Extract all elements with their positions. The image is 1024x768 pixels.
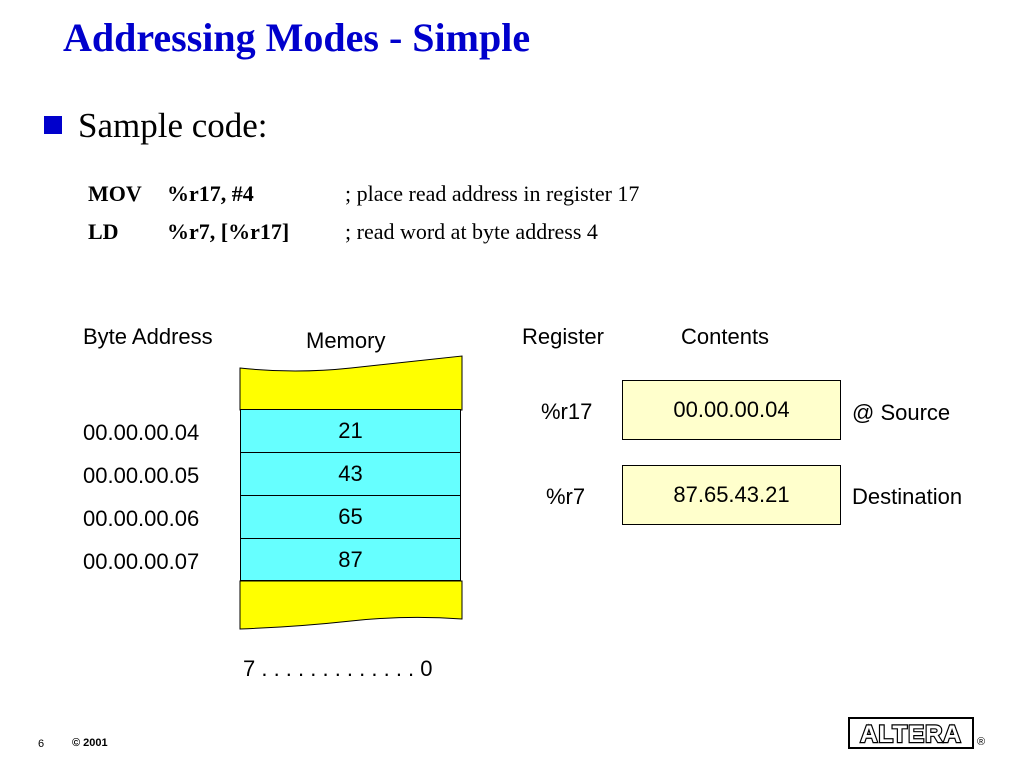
register-contents: 00.00.00.04 <box>622 380 841 440</box>
register-name: %r17 <box>541 399 593 424</box>
memory-bottom-yellow <box>239 580 463 630</box>
bullet-text: Sample code: <box>78 106 268 145</box>
byte-address: 00.00.00.04 <box>83 420 200 445</box>
svg-text:ALTERA: ALTERA <box>860 721 962 748</box>
byte-address-header: Byte Address <box>83 324 213 349</box>
register-header: Register <box>522 324 604 349</box>
memory-header: Memory <box>306 328 386 353</box>
byte-address: 00.00.00.05 <box>83 463 200 488</box>
code-args-2: %r7, [%r17] <box>167 219 290 244</box>
register-role: @ Source <box>852 400 951 425</box>
code-op-1: MOV <box>88 181 142 206</box>
registered-mark: ® <box>977 736 986 748</box>
bullet-square-icon <box>44 116 62 134</box>
code-args-1: %r17, #4 <box>167 181 254 206</box>
copyright: © 2001 <box>72 737 108 749</box>
slide-title: Addressing Modes - Simple <box>63 15 531 60</box>
memory-top-yellow <box>239 355 463 411</box>
memory-cell: 43 <box>240 452 461 496</box>
register-contents: 87.65.43.21 <box>622 465 841 525</box>
memory-cell: 65 <box>240 495 461 539</box>
code-comment-1: ; place read address in register 17 <box>345 181 640 206</box>
byte-address: 00.00.00.07 <box>83 549 200 574</box>
bit-range-label: 7 . . . . . . . . . . . . . 0 <box>243 656 433 681</box>
byte-address: 00.00.00.06 <box>83 506 200 531</box>
register-name: %r7 <box>546 484 586 509</box>
register-role: Destination <box>852 484 963 509</box>
code-op-2: LD <box>88 219 119 244</box>
memory-cell: 21 <box>240 409 461 453</box>
contents-header: Contents <box>681 324 770 349</box>
altera-logo-icon: ALTERA ALTERA <box>848 717 974 749</box>
memory-cell: 87 <box>240 538 461 581</box>
svg-text:ALTERA: ALTERA <box>860 721 962 748</box>
code-comment-2: ; read word at byte address 4 <box>345 219 598 244</box>
page-number: 6 <box>38 738 45 750</box>
